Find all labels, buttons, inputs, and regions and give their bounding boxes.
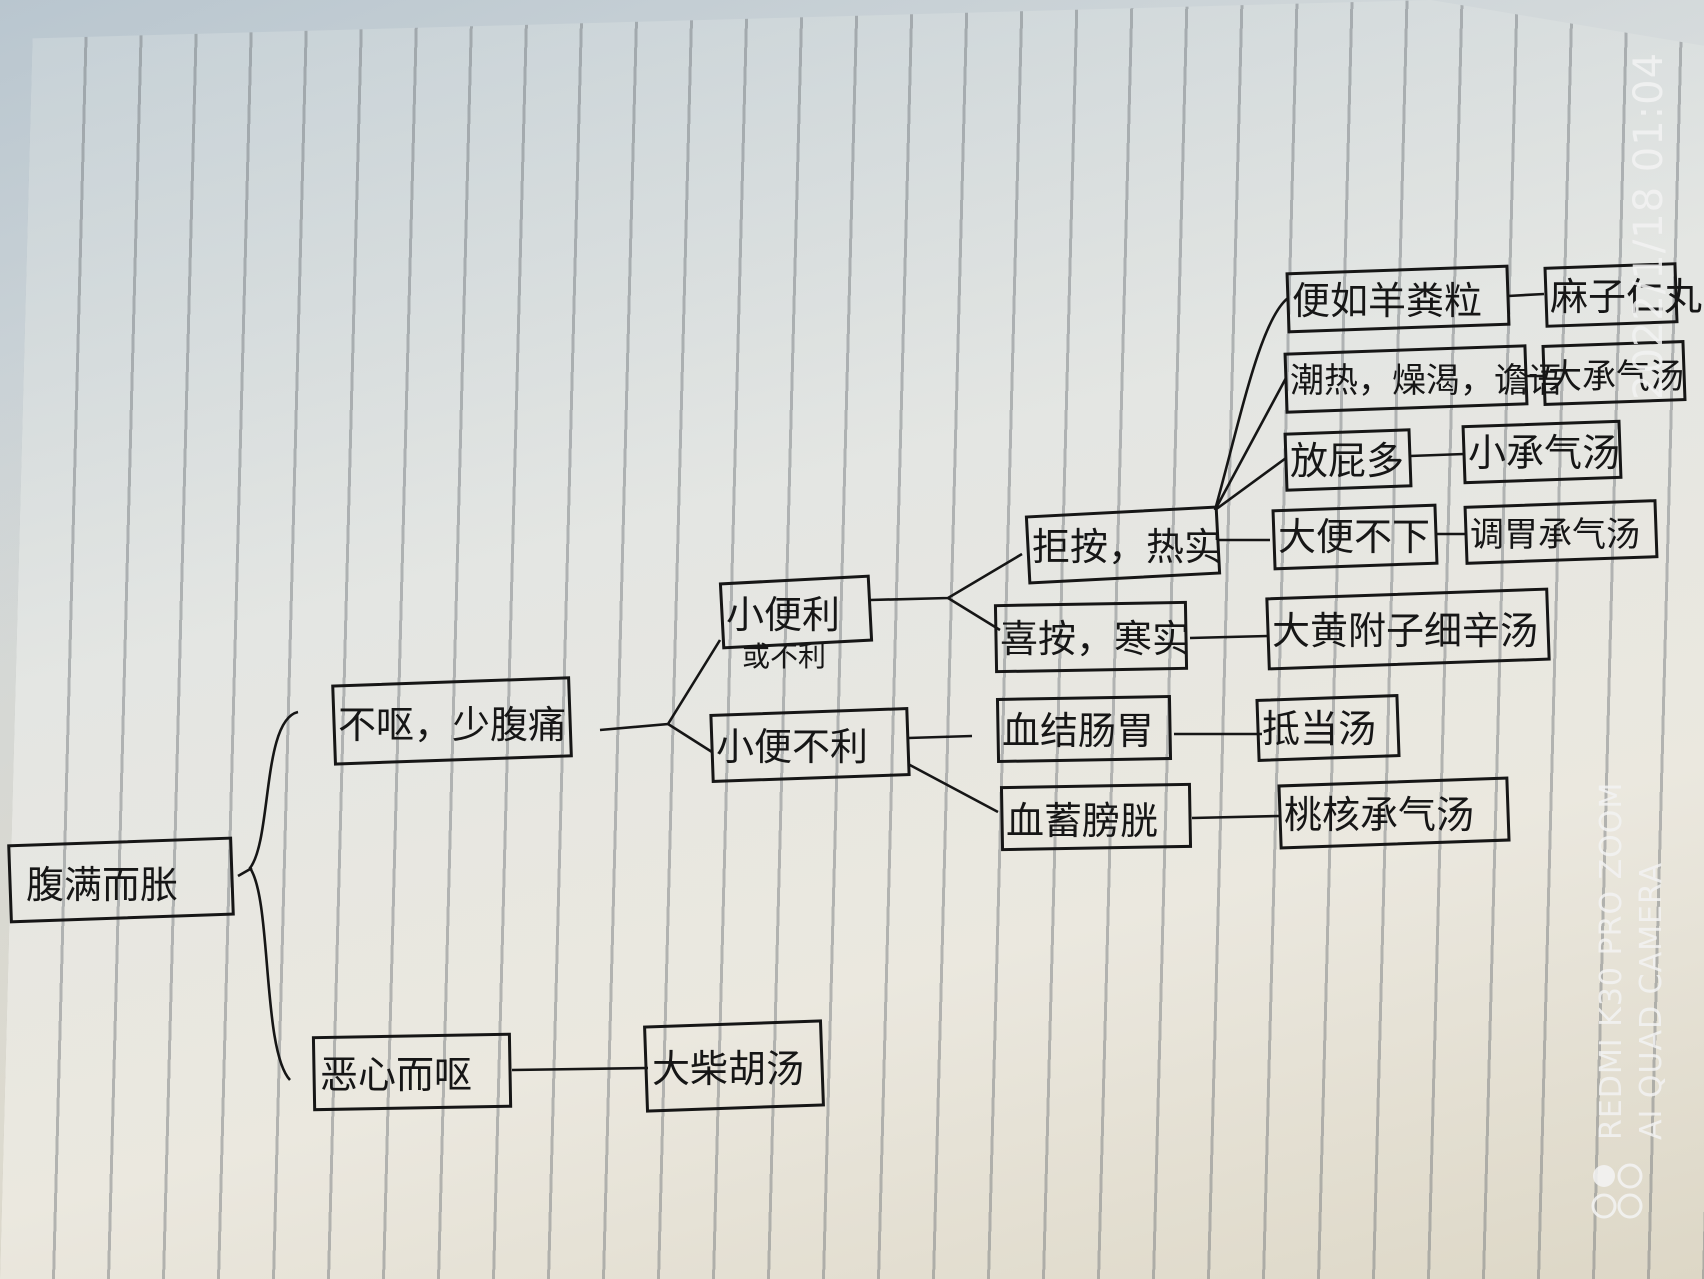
node-sub4-result-text: 调胃承气汤: [1470, 515, 1640, 555]
node-sub1-text: 便如羊粪粒: [1292, 279, 1482, 323]
node-urine-abnormal: 小便不利: [709, 707, 911, 783]
node-sub1: 便如羊粪粒: [1285, 264, 1511, 334]
node-sub3-result-text: 小承气汤: [1468, 431, 1620, 475]
camera-name: AI QUAD CAMERA: [1634, 861, 1669, 1140]
device-name: REDMI K30 PRO ZOOM: [1594, 781, 1629, 1140]
node-upper-branch: 不呕，少腹痛: [331, 676, 573, 766]
node-like-press-result-text: 大黄附子细辛汤: [1272, 609, 1538, 653]
node-sub1-result: 麻子仁丸: [1543, 262, 1702, 328]
node-sub3: 放屁多: [1283, 428, 1413, 492]
node-blood-bladder-text: 血蓄膀胱: [1006, 799, 1158, 843]
node-urine-normal-text: 小便利: [726, 593, 840, 637]
node-sub2-result: 大承气汤: [1541, 340, 1687, 406]
node-urine-normal: 小便利: [718, 574, 874, 650]
node-sub3-result: 小承气汤: [1461, 419, 1623, 485]
node-upper-branch-text: 不呕，少腹痛: [338, 703, 566, 747]
node-sub2: 潮热，燥渴，谵语: [1283, 344, 1562, 414]
node-like-press: 喜按，寒实: [993, 600, 1190, 674]
connectors: [237, 292, 1545, 1081]
node-blood-stomach-text: 血结肠胃: [1002, 709, 1154, 753]
node-sub4: 大便不下: [1271, 503, 1439, 571]
node-blood-stomach-result-text: 抵当汤: [1262, 707, 1376, 751]
node-urine-normal-note: 或不利: [742, 640, 826, 673]
node-urine-abnormal-text: 小便不利: [716, 725, 868, 769]
node-blood-stomach-result: 抵当汤: [1255, 694, 1401, 762]
node-blood-bladder-result-text: 桃核承气汤: [1284, 793, 1474, 837]
node-lower-branch-result: 大柴胡汤: [643, 1019, 825, 1113]
camera-logo-icon: [1591, 1163, 1643, 1219]
node-root: 腹满而胀: [7, 836, 235, 924]
node-lower-branch-result-text: 大柴胡汤: [652, 1047, 804, 1091]
node-blood-bladder: 血蓄膀胱: [999, 782, 1193, 852]
node-sub2-text: 潮热，燥渴，谵语: [1290, 361, 1562, 401]
node-sub4-text: 大便不下: [1278, 515, 1430, 559]
node-refuse-press: 拒按，热实: [1024, 505, 1222, 585]
node-sub4-result: 调胃承气汤: [1463, 499, 1659, 565]
node-like-press-text: 喜按，寒实: [1000, 617, 1190, 661]
node-refuse-press-text: 拒按，热实: [1032, 525, 1222, 569]
device-watermark: REDMI K30 PRO ZOOM AI QUAD CAMERA: [1592, 782, 1672, 1140]
timestamp-watermark: 2022/1/18 01:04: [1626, 51, 1672, 400]
node-like-press-result: 大黄附子细辛汤: [1265, 587, 1551, 671]
node-lower-branch: 恶心而呕: [311, 1032, 513, 1112]
node-root-text: 腹满而胀: [26, 863, 178, 907]
node-sub2-result-text: 大承气汤: [1548, 357, 1684, 397]
node-blood-bladder-result: 桃核承气汤: [1277, 776, 1511, 850]
node-sub1-result-text: 麻子仁丸: [1550, 275, 1702, 319]
node-sub3-text: 放屁多: [1290, 439, 1404, 483]
node-lower-branch-text: 恶心而呕: [320, 1053, 472, 1097]
node-blood-stomach: 血结肠胃: [995, 694, 1173, 764]
